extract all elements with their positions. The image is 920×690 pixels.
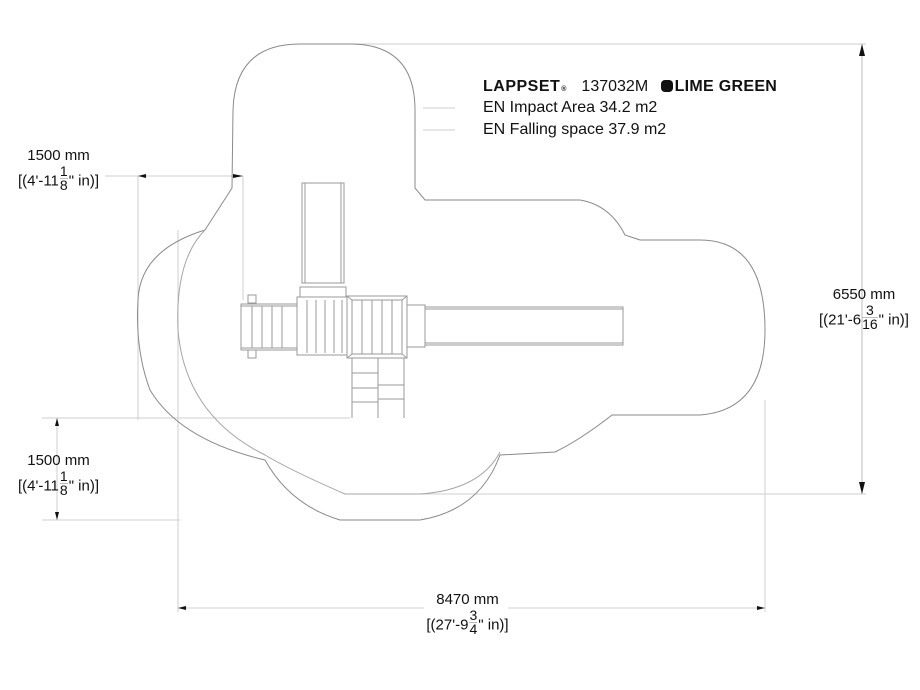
dimension-arrows	[55, 44, 865, 610]
fraction-numerator: 1	[59, 468, 68, 484]
fraction-numerator: 1	[59, 163, 68, 179]
play-structure	[240, 182, 624, 418]
dimension-mm: 1500 mm	[27, 147, 90, 164]
dimension-mm: 1500 mm	[27, 452, 90, 469]
fraction-numerator: 3	[865, 302, 874, 318]
fraction-denominator: 4	[469, 621, 478, 637]
color-label: LIME GREEN	[660, 78, 778, 95]
imperial-prefix: [(4'-11	[17, 477, 59, 495]
brand-name: LAPPSET	[483, 78, 561, 95]
fraction-denominator: 16	[862, 316, 878, 332]
fraction-denominator: 8	[59, 482, 68, 498]
registered-mark: ®	[561, 86, 567, 93]
legend-lines	[423, 107, 455, 131]
impact-area-outline	[177, 229, 501, 495]
dimension-mm: 8470 mm	[436, 591, 499, 608]
imperial-prefix: [(4'-11	[17, 172, 59, 190]
dimension-mm: 6550 mm	[832, 286, 896, 303]
imperial-suffix: " in)]	[68, 172, 100, 190]
falling-space-outline	[137, 43, 766, 521]
imperial-suffix: " in)]	[68, 477, 100, 495]
dimension-lines	[42, 43, 866, 612]
legend-falling-space: EN Falling space 37.9 m2	[483, 121, 667, 138]
brand-logo: LAPPSET®	[483, 78, 567, 95]
product-code: 137032M	[581, 78, 649, 95]
legend-impact-area: EN Impact Area 34.2 m2	[483, 99, 658, 116]
color-name: LIME GREEN	[674, 78, 778, 95]
imperial-suffix: " in)]	[878, 311, 909, 329]
color-swatch-icon	[660, 80, 673, 92]
fraction-denominator: 8	[59, 177, 68, 193]
header-row: LAPPSET® 137032M LIME GREEN	[483, 78, 777, 96]
fraction-numerator: 3	[469, 607, 478, 623]
imperial-prefix: [(27'-9	[426, 616, 469, 634]
imperial-suffix: " in)]	[478, 616, 509, 634]
imperial-prefix: [(21'-6	[819, 311, 862, 329]
